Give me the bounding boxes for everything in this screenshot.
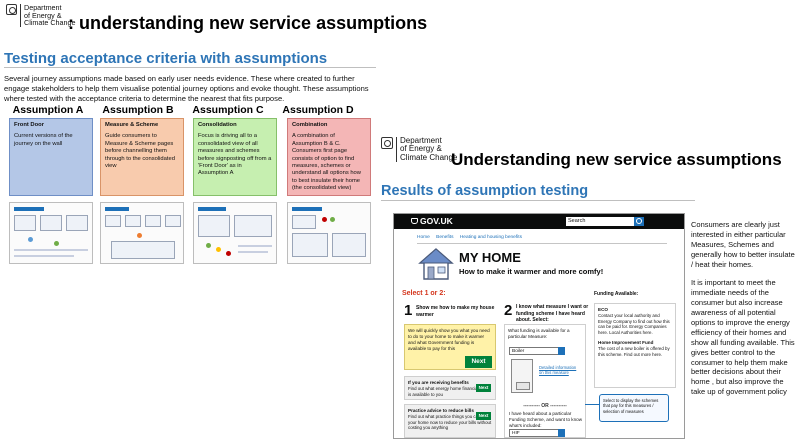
assumption-a-thumbnail xyxy=(9,202,93,264)
option-2-heading: I know what measure I want or funding sc… xyxy=(516,304,589,323)
card-body: Guide consumers to Measure & Scheme page… xyxy=(105,133,175,170)
govuk-logo[interactable]: GOV.UK xyxy=(420,216,453,226)
eco-text: Contact your local authority and Energy … xyxy=(598,312,670,336)
logo-line: Department xyxy=(400,136,442,145)
logo-line: Department xyxy=(24,3,62,12)
funding-panel: ECO Contact your local authority and Ene… xyxy=(594,303,676,388)
next-button[interactable]: Next xyxy=(476,412,491,420)
findings-text: Consumers are clearly just interested in… xyxy=(691,220,797,406)
assumption-d-header: Assumption D xyxy=(282,104,354,116)
finding-paragraph: It is important to meet the immediate ne… xyxy=(691,278,795,397)
next-button[interactable]: Next xyxy=(476,384,491,392)
royal-crest-icon xyxy=(6,4,17,15)
slide-title: Understanding new service assumptions xyxy=(451,150,782,169)
measure-select[interactable]: Boiler xyxy=(509,347,565,355)
or-separator: ---------- OR ---------- xyxy=(523,403,567,409)
detailed-info-link[interactable]: Detailed information on this measure xyxy=(539,365,577,376)
assumption-a-card: Front Door Current versions of the journ… xyxy=(9,118,93,196)
intro-text: Several journey assumptions made based o… xyxy=(4,74,369,104)
finding-paragraph: Consumers are clearly just interested in… xyxy=(691,220,795,269)
eco-title: ECO xyxy=(598,307,608,312)
measure-prompt: What funding is available for a particul… xyxy=(508,328,570,339)
divider xyxy=(417,243,667,244)
benefits-title: If you are receiving benefits xyxy=(408,380,469,385)
breadcrumb-link[interactable]: Benefits xyxy=(436,235,454,240)
card-body: Focus is driving all to a consolidated v… xyxy=(198,133,272,177)
callout-arrow xyxy=(585,404,600,405)
advice-title: Practice advice to reduce bills xyxy=(408,408,474,413)
card-title: Consolidation xyxy=(198,122,237,128)
dept-logo: Department of Energy & Climate Change xyxy=(6,4,76,27)
logo-text: Department of Energy & Climate Change xyxy=(20,4,76,27)
breadcrumb-link[interactable]: Heating and housing benefits xyxy=(459,235,522,240)
breadcrumb: Home Benefits Heating and housing benefi… xyxy=(417,235,527,240)
next-button[interactable]: Next xyxy=(465,356,492,368)
logo-line: of Energy & xyxy=(24,10,62,20)
assumption-c-thumbnail xyxy=(193,202,277,264)
assumption-c-card: Consolidation Focus is driving all to a … xyxy=(193,118,277,196)
benefits-panel: If you are receiving benefits Find out w… xyxy=(404,376,496,400)
divider xyxy=(4,67,376,68)
assumption-b-card: Measure & Scheme Guide consumers to Meas… xyxy=(100,118,184,196)
search-input[interactable]: Search xyxy=(566,217,634,226)
assumption-a-header: Assumption A xyxy=(12,104,84,116)
assumption-b-header: Assumption B xyxy=(102,104,174,116)
option-1-description: We will quickly show you what you need t… xyxy=(408,328,490,351)
dept-logo: Department of Energy & Climate Change xyxy=(381,136,458,163)
option-1-heading: Show me how to make my house warmer xyxy=(416,305,495,318)
option-2-panel: What funding is available for a particul… xyxy=(504,324,586,438)
house-icon xyxy=(418,248,454,280)
advice-text: Find out what practice things you can do… xyxy=(408,413,492,431)
slide-subtitle: Results of assumption testing xyxy=(381,183,589,199)
page-heading: MY HOME xyxy=(459,250,521,265)
callout-note: Select to display the schemes that pay f… xyxy=(599,394,669,422)
breadcrumb-link[interactable]: Home xyxy=(417,235,430,240)
govuk-page-screenshot: GOV.UK Search Home Benefits Heating and … xyxy=(393,213,685,439)
option-1-number: 1 xyxy=(404,302,413,319)
advice-panel: Practice advice to reduce bills Find out… xyxy=(404,404,496,438)
logo-line: Climate Change xyxy=(24,18,76,28)
boiler-image xyxy=(511,359,533,393)
card-body: Current versions of the journey on the w… xyxy=(14,133,73,147)
slide-subtitle: Testing acceptance criteria with assumpt… xyxy=(4,50,328,67)
royal-crest-icon xyxy=(381,137,393,149)
option-2-number: 2 xyxy=(504,302,513,319)
select-prompt: Select 1 or 2: xyxy=(402,290,446,297)
search-icon[interactable] xyxy=(634,217,644,226)
fund-text: The cost of a new boiler is offered by t… xyxy=(598,345,670,357)
assumption-d-thumbnail xyxy=(287,202,371,264)
scheme-value: HIF xyxy=(512,431,520,436)
card-title: Combination xyxy=(292,122,328,128)
card-title: Measure & Scheme xyxy=(105,122,159,128)
chevron-down-icon[interactable] xyxy=(558,429,565,437)
funding-label: Funding Available: xyxy=(594,291,639,297)
fund-title: Home Improvement Fund xyxy=(598,339,654,345)
assumption-c-header: Assumption C xyxy=(192,104,264,116)
logo-text: Department of Energy & Climate Change xyxy=(396,136,458,163)
benefits-text: Find out what energy home financial help… xyxy=(408,385,489,397)
slide-title: : understanding new service assumptions xyxy=(68,13,428,33)
option-1-panel: We will quickly show you what you need t… xyxy=(404,324,496,370)
logo-line: of Energy & xyxy=(400,144,442,154)
divider xyxy=(381,200,695,201)
assumption-d-card: Combination A combination of Assumption … xyxy=(287,118,371,196)
card-body: A combination of Assumption B & C. Consu… xyxy=(292,133,361,192)
scheme-select[interactable]: HIF xyxy=(509,429,565,437)
logo-line: Climate Change xyxy=(400,152,458,162)
chevron-down-icon[interactable] xyxy=(558,347,565,355)
scheme-prompt: I have heard about a particular Funding … xyxy=(509,411,583,428)
card-title: Front Door xyxy=(14,122,44,128)
page-tagline: How to make it warmer and more comfy! xyxy=(459,267,604,276)
assumption-b-thumbnail xyxy=(100,202,184,264)
crown-icon xyxy=(411,218,418,224)
measure-value: Boiler xyxy=(512,349,525,354)
